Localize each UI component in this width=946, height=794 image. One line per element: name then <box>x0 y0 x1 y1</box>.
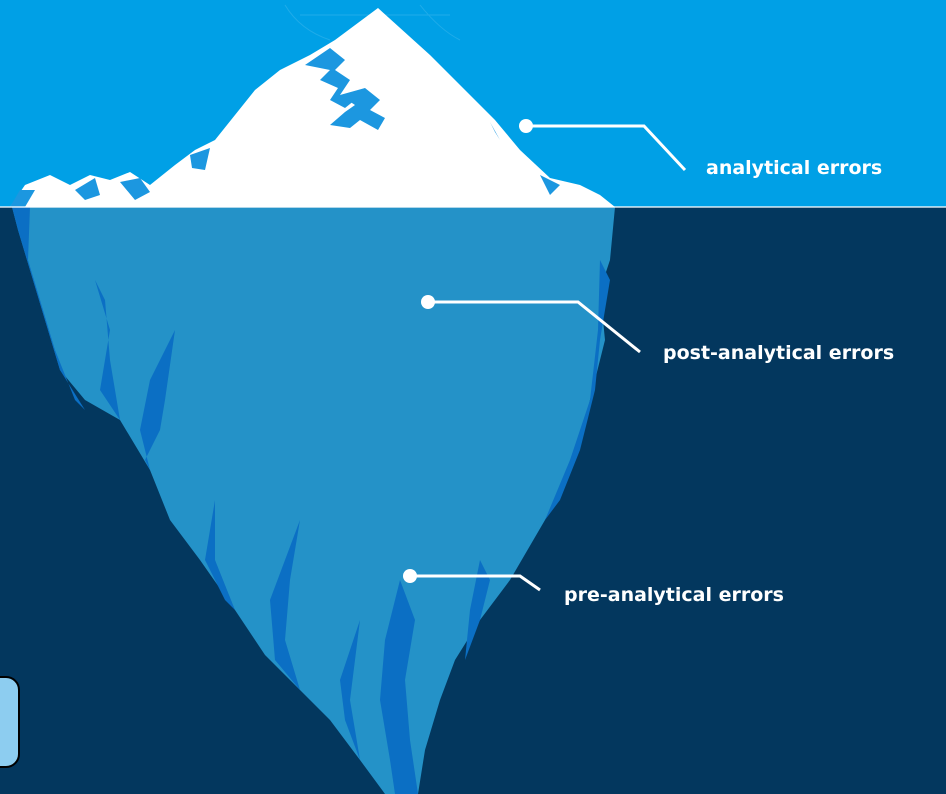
callout-line-post-analytical <box>428 300 641 354</box>
iceberg-tip-facets <box>10 122 560 207</box>
callout-pre-analytical <box>403 569 541 592</box>
iceberg-peak-cracks <box>305 48 385 130</box>
callout-line-analytical <box>526 124 687 172</box>
label-analytical-errors: analytical errors <box>706 157 883 179</box>
label-pre-analytical-errors: pre-analytical errors <box>564 584 784 606</box>
callout-analytical <box>519 119 687 172</box>
corner-box-partial <box>0 676 20 768</box>
iceberg-tip <box>10 8 615 207</box>
callout-post-analytical <box>421 295 641 354</box>
label-post-analytical-errors: post-analytical errors <box>663 342 895 364</box>
iceberg-underwater-body <box>12 207 615 794</box>
callout-line-pre-analytical <box>410 574 541 592</box>
iceberg-shadow-facets <box>12 207 610 794</box>
